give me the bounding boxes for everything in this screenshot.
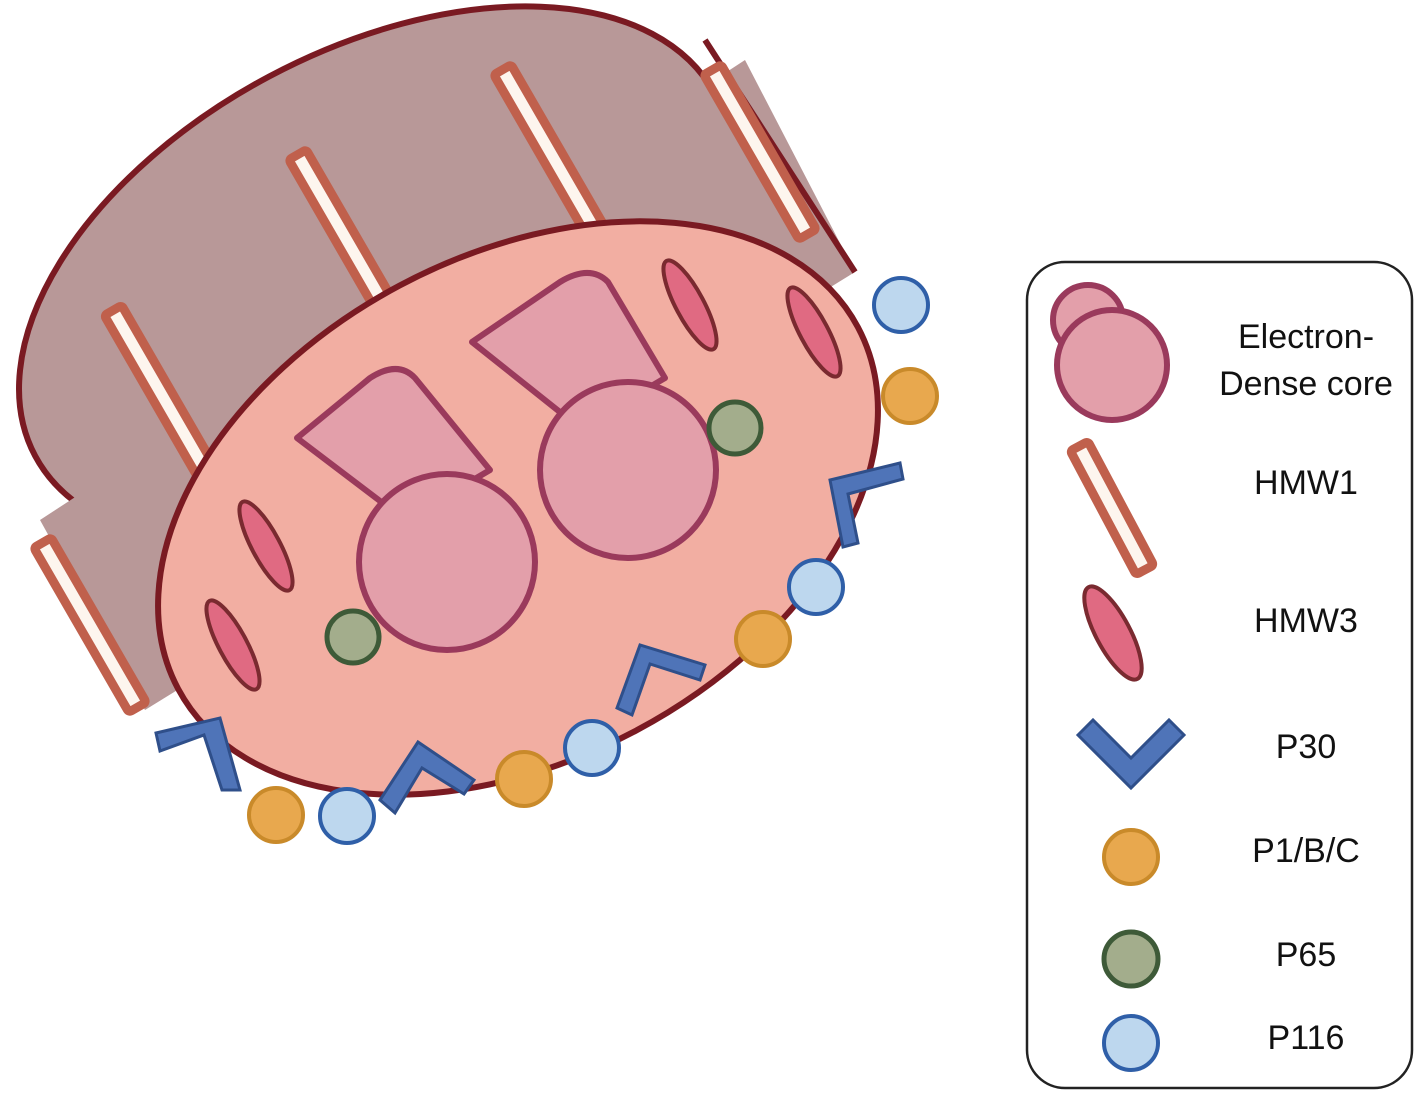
hmw1-rod xyxy=(700,61,820,243)
electron-dense-core xyxy=(294,366,538,653)
legend-hmw3-icon xyxy=(1082,584,1144,682)
p30 xyxy=(378,739,477,816)
legend-p1bc-icon xyxy=(1102,828,1160,886)
p1bc xyxy=(495,750,553,808)
electron-dense-cores xyxy=(294,270,719,653)
legend-label-p65: P65 xyxy=(1276,936,1337,974)
legend-label-electron-dense-core-line2: Dense core xyxy=(1219,365,1393,403)
hmw3 xyxy=(661,258,719,352)
legend-label-hmw3: HMW3 xyxy=(1254,602,1358,640)
p116 xyxy=(787,558,845,616)
p30 xyxy=(828,461,905,549)
p30 xyxy=(154,716,242,792)
legend: Electron- Dense core HMW1 HMW3 P30 P1/B/… xyxy=(1025,260,1414,1090)
legend-label-electron-dense-core-line1: Electron- xyxy=(1238,318,1374,356)
legend-label-p30: P30 xyxy=(1276,728,1337,766)
p65 xyxy=(706,399,764,457)
p1bc xyxy=(734,610,792,668)
hmw1-rod xyxy=(30,534,150,716)
hmw3 xyxy=(785,285,843,379)
legend-label-p116: P116 xyxy=(1268,1019,1345,1057)
legend-label-hmw1: HMW1 xyxy=(1254,464,1358,502)
p116 xyxy=(563,719,621,777)
p1bc xyxy=(247,786,305,844)
p1bc-group xyxy=(247,367,939,844)
hmw3-group xyxy=(204,258,843,692)
p1bc xyxy=(881,367,939,425)
p30 xyxy=(615,643,707,718)
p65-group xyxy=(324,399,764,666)
legend-label-p1bc: P1/B/C xyxy=(1252,832,1360,870)
p116 xyxy=(318,787,376,845)
electron-dense-core xyxy=(469,270,719,561)
p116-group xyxy=(318,276,930,845)
hmw3 xyxy=(204,598,262,692)
hmw3 xyxy=(237,499,295,593)
p30-group xyxy=(154,461,905,816)
legend-p65-icon xyxy=(1101,929,1161,989)
legend-p116-icon xyxy=(1102,1014,1160,1072)
p65 xyxy=(324,608,382,666)
legend-hmw1-icon xyxy=(1066,438,1158,578)
p116 xyxy=(872,276,930,334)
hmw1-side-rods xyxy=(100,61,820,493)
legend-p30-icon xyxy=(1075,717,1187,791)
legend-electron-dense-core-icon xyxy=(1050,282,1170,423)
